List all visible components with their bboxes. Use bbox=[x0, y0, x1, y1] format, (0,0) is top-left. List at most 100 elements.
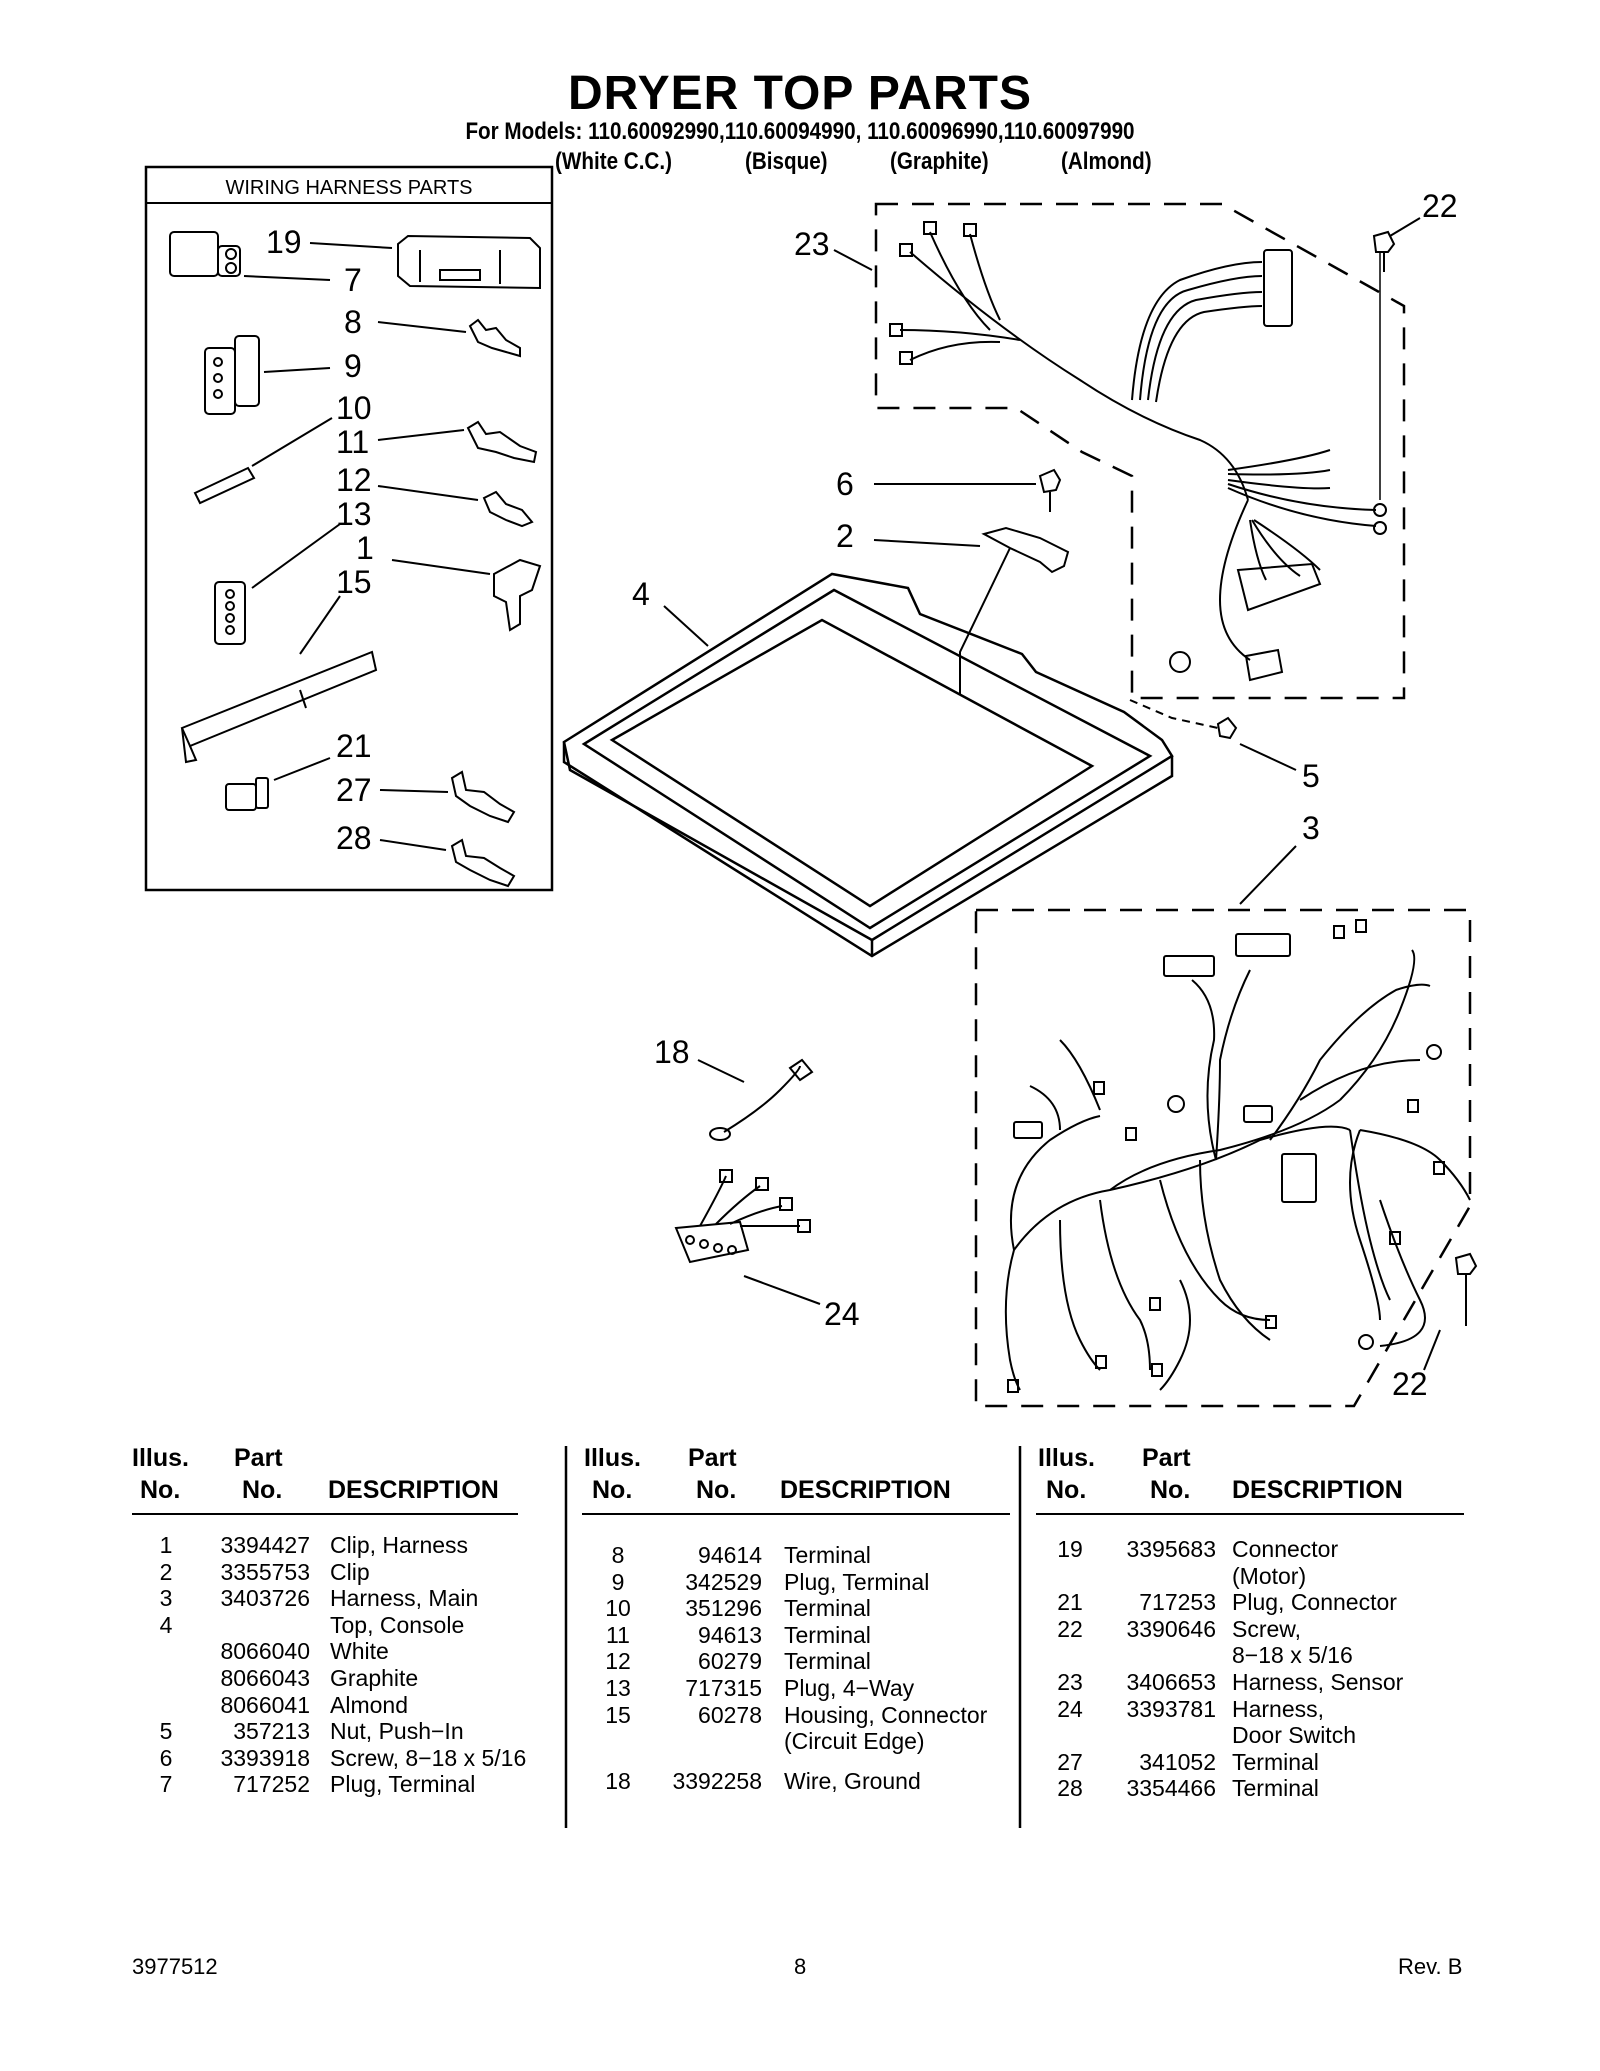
cell-no: 5 bbox=[159, 1718, 173, 1745]
part-plug-connector-21 bbox=[225, 777, 269, 811]
hdr-partno-2: No. bbox=[696, 1476, 737, 1504]
cell-desc: Top, Console bbox=[330, 1611, 465, 1638]
cell-no: 21 bbox=[1057, 1589, 1083, 1616]
callout-8: 8 bbox=[344, 304, 362, 340]
cell-no: 6 bbox=[159, 1744, 173, 1771]
cell-part: 3393781 bbox=[1126, 1695, 1216, 1722]
cell-desc: Graphite bbox=[330, 1665, 419, 1691]
cell-no: 24 bbox=[1057, 1695, 1083, 1722]
cell-desc: Screw, bbox=[1232, 1615, 1302, 1642]
part-screw-22-top bbox=[1372, 230, 1396, 272]
hdr-part-1: Part bbox=[234, 1444, 283, 1472]
cell-desc: Door Switch bbox=[1232, 1722, 1356, 1749]
cell-part: 3395683 bbox=[1126, 1536, 1216, 1562]
cell-part: 717253 bbox=[1139, 1589, 1216, 1616]
hdr-partno-3: No. bbox=[1150, 1476, 1191, 1504]
callout-9: 9 bbox=[344, 348, 362, 384]
cell-part: 60279 bbox=[698, 1648, 762, 1675]
callout-6: 6 bbox=[836, 466, 854, 502]
callout-7: 7 bbox=[344, 262, 362, 298]
cell-part: 8066043 bbox=[220, 1665, 310, 1691]
part-terminal-8 bbox=[468, 318, 521, 358]
cell-no: 2 bbox=[159, 1558, 173, 1585]
cell-no: 8 bbox=[611, 1542, 625, 1568]
part-terminal-11 bbox=[466, 420, 538, 464]
part-screw-6 bbox=[1038, 468, 1062, 512]
part-nut-5 bbox=[1216, 716, 1238, 740]
inset-box bbox=[144, 165, 554, 892]
cell-part: 351296 bbox=[685, 1595, 762, 1622]
cell-desc: Terminal bbox=[1232, 1748, 1319, 1775]
callout-13: 13 bbox=[336, 496, 372, 532]
cell-desc: 8−18 x 5/16 bbox=[1232, 1642, 1353, 1669]
part-plug-terminal-7 bbox=[169, 231, 241, 277]
callout-22-bottom: 22 bbox=[1392, 1366, 1428, 1402]
cell-part: 3394427 bbox=[220, 1532, 310, 1558]
cell-no: 15 bbox=[605, 1701, 631, 1728]
callout-10: 10 bbox=[336, 390, 372, 426]
inset-leader-lines bbox=[243, 242, 491, 851]
cell-desc: White bbox=[330, 1638, 389, 1665]
cell-no: 22 bbox=[1057, 1615, 1083, 1642]
page-number: 8 bbox=[794, 1954, 807, 1979]
part-terminal-28 bbox=[450, 838, 516, 888]
doc-number: 3977512 bbox=[132, 1954, 218, 1979]
cell-no: 1 bbox=[159, 1532, 173, 1558]
cell-desc: Harness, bbox=[1232, 1695, 1325, 1722]
cell-no: 7 bbox=[159, 1771, 173, 1798]
callout-28: 28 bbox=[336, 820, 372, 856]
part-clip-harness-1 bbox=[493, 558, 542, 632]
cell-desc: Screw, 8−18 x 5/16 bbox=[330, 1744, 527, 1771]
part-sensor-harness-23 bbox=[889, 221, 1387, 682]
callout-22-top: 22 bbox=[1422, 188, 1458, 224]
cell-part: 3354466 bbox=[1126, 1775, 1216, 1802]
color-white: (White C.C.) bbox=[555, 148, 672, 175]
page-title: DRYER TOP PARTS bbox=[568, 67, 1032, 120]
cell-part: 3392258 bbox=[672, 1768, 762, 1795]
cell-part: 3406653 bbox=[1126, 1669, 1216, 1695]
part-door-switch-harness-24 bbox=[674, 1169, 811, 1264]
part-clip-2 bbox=[959, 526, 1070, 694]
cell-desc: Harness, Main bbox=[330, 1585, 479, 1612]
callout-12: 12 bbox=[336, 462, 372, 498]
cell-desc: Terminal bbox=[784, 1621, 871, 1648]
callout-5: 5 bbox=[1302, 758, 1320, 794]
cell-no: 23 bbox=[1057, 1669, 1083, 1695]
color-almond: (Almond) bbox=[1061, 148, 1152, 175]
part-terminal-12 bbox=[482, 490, 534, 528]
cell-no: 19 bbox=[1057, 1536, 1083, 1562]
cell-no: 11 bbox=[606, 1621, 630, 1648]
callout-11: 11 bbox=[336, 424, 370, 460]
cell-part: 3393918 bbox=[220, 1744, 310, 1771]
cell-part: 8066040 bbox=[220, 1638, 310, 1665]
color-graphite: (Graphite) bbox=[890, 148, 989, 175]
callout-15: 15 bbox=[336, 564, 372, 600]
part-console-top-4 bbox=[562, 572, 1174, 958]
cell-desc: Clip, Harness bbox=[330, 1532, 469, 1558]
hdr-illus-3: Illus. bbox=[1038, 1444, 1095, 1472]
callout-1: 1 bbox=[356, 530, 374, 566]
cell-desc: Nut, Push−In bbox=[330, 1718, 464, 1745]
hdr-desc-2: DESCRIPTION bbox=[780, 1476, 951, 1504]
cell-desc: (Circuit Edge) bbox=[784, 1728, 925, 1755]
part-connector-motor-19 bbox=[397, 234, 541, 290]
callout-24: 24 bbox=[824, 1296, 860, 1332]
revision: Rev. B bbox=[1398, 1954, 1463, 1979]
cell-desc: Wire, Ground bbox=[784, 1768, 921, 1795]
cell-desc: Plug, Terminal bbox=[330, 1771, 476, 1798]
main-leader-lines bbox=[663, 217, 1441, 1371]
color-bisque: (Bisque) bbox=[745, 148, 828, 175]
inset-title: WIRING HARNESS PARTS bbox=[225, 177, 473, 199]
models-line: For Models: 110.60092990,110.60094990, 1… bbox=[465, 118, 1135, 145]
part-housing-15 bbox=[180, 650, 378, 764]
hdr-part-2: Part bbox=[688, 1444, 737, 1472]
cell-no: 3 bbox=[159, 1585, 173, 1612]
cell-desc: Harness, Sensor bbox=[1232, 1669, 1404, 1695]
hdr-illus-1: Illus. bbox=[132, 1444, 189, 1472]
sensor-harness-box bbox=[874, 202, 1406, 700]
part-plug-9 bbox=[204, 335, 260, 415]
cell-desc: Clip bbox=[330, 1558, 370, 1585]
cell-part: 342529 bbox=[685, 1568, 762, 1595]
